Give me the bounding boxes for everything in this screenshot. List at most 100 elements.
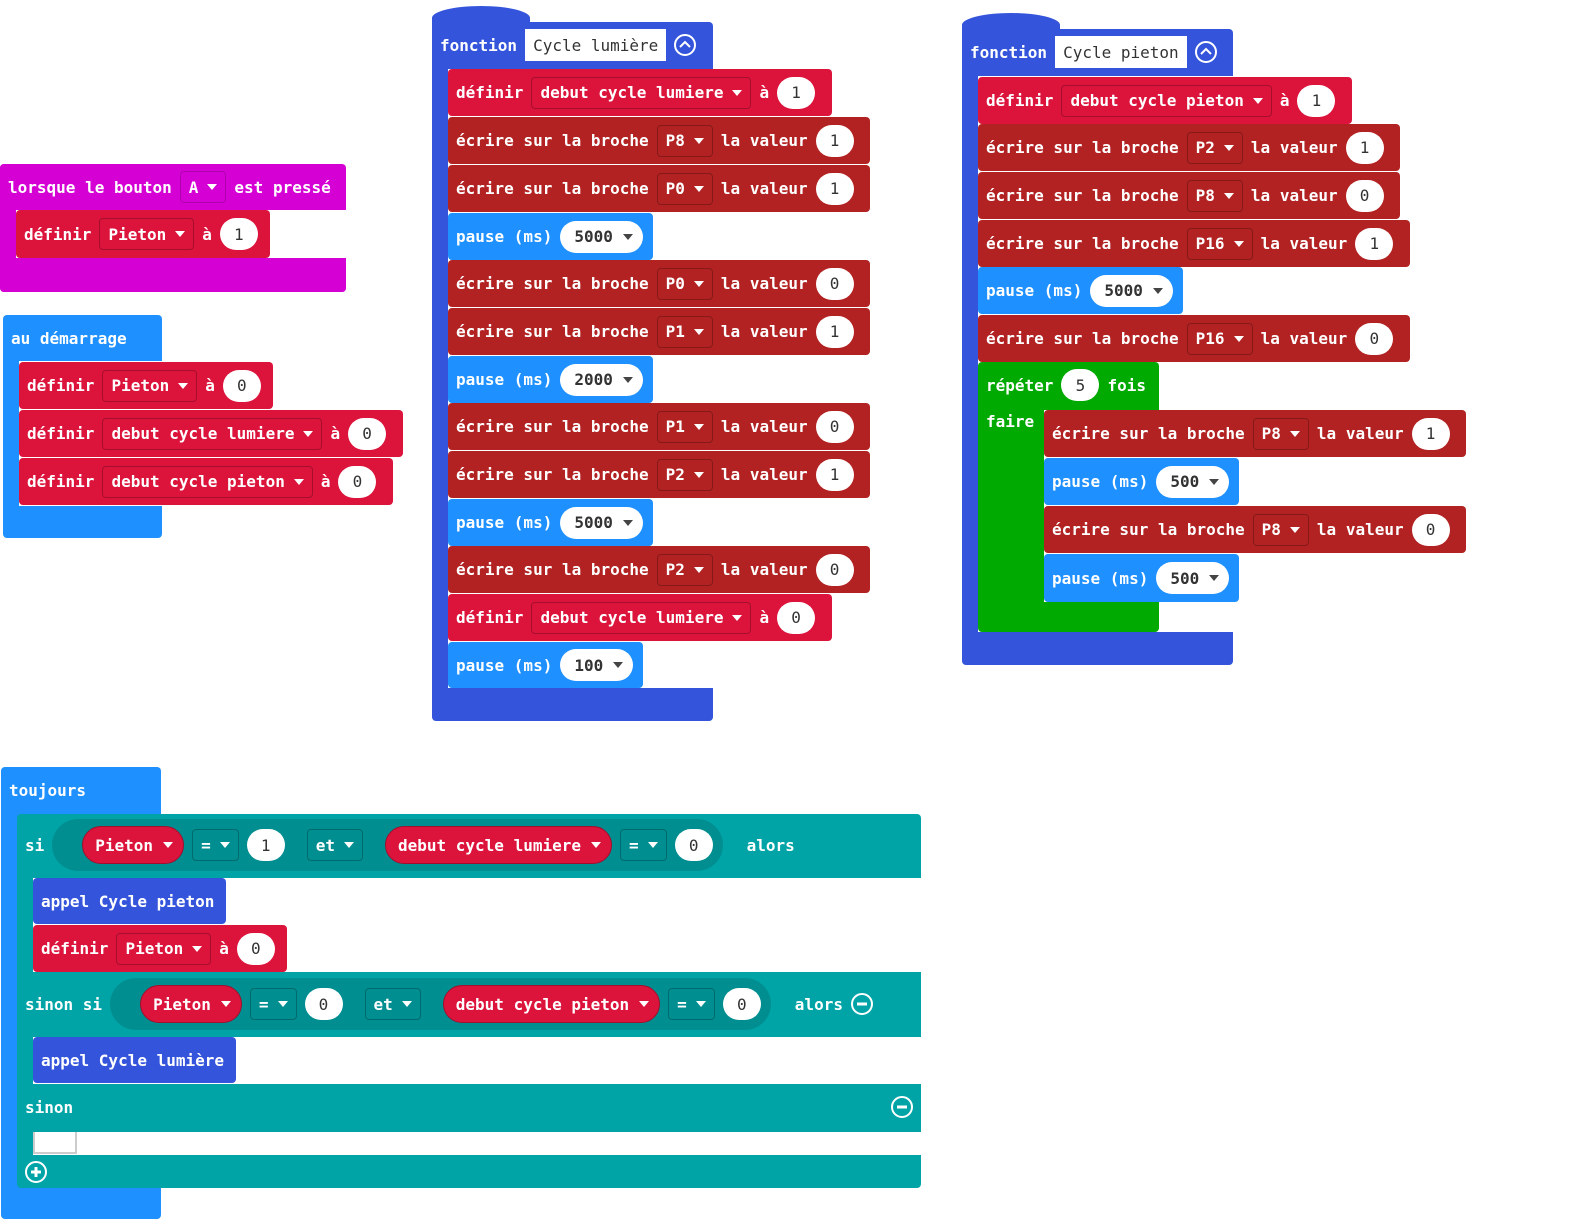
value-input[interactable]: 0	[1355, 322, 1394, 355]
set-debut-cycle-lumiere-0-block[interactable]: définir debut cycle lumiere à 0	[448, 594, 832, 641]
call-cycle-lumiere-block[interactable]: appel Cycle lumière	[33, 1037, 236, 1083]
logic-operator-dropdown[interactable]: et	[306, 829, 363, 861]
digital-write-block[interactable]: écrire sur la broche P8 la valeur 1	[1044, 410, 1466, 457]
compare-value-input[interactable]: 0	[722, 988, 761, 1020]
and-expression[interactable]: Pieton = 1 et debut cycle lumiere = 0	[52, 819, 723, 871]
value-input[interactable]: 0	[1411, 513, 1450, 546]
pin-dropdown[interactable]: P8	[1186, 179, 1243, 212]
pin-dropdown[interactable]: P16	[1186, 227, 1253, 260]
digital-write-block[interactable]: écrire sur la broche P8 la valeur 0	[978, 172, 1400, 219]
set-debut-cycle-lumiere-1-block[interactable]: définir debut cycle lumiere à 1	[448, 69, 832, 116]
function-name-input[interactable]: Cycle pieton	[1055, 36, 1187, 68]
pin-dropdown[interactable]: P16	[1186, 322, 1253, 355]
comparison-operator-dropdown[interactable]: =	[668, 988, 715, 1020]
call-cycle-pieton-block[interactable]: appel Cycle pieton	[33, 878, 226, 924]
digital-write-block[interactable]: écrire sur la broche P16 la valeur 0	[978, 315, 1410, 362]
digital-write-block[interactable]: écrire sur la broche P0 la valeur 0	[448, 260, 870, 307]
set-pieton-block[interactable]: définir Pieton à 0	[19, 362, 273, 409]
value-input[interactable]: 0	[815, 410, 854, 443]
digital-write-block[interactable]: écrire sur la broche P16 la valeur 1	[978, 220, 1410, 267]
value-input[interactable]: 0	[1345, 179, 1384, 212]
comparison-operator-dropdown[interactable]: =	[249, 988, 297, 1020]
pause-block[interactable]: pause (ms) 500	[1044, 554, 1239, 602]
value-input[interactable]: 1	[815, 124, 854, 157]
repeat-count-input[interactable]: 5	[1061, 369, 1100, 401]
pin-dropdown[interactable]: P8	[1252, 417, 1309, 450]
pause-duration-dropdown[interactable]: 5000	[560, 220, 643, 253]
pin-dropdown[interactable]: P1	[656, 315, 713, 348]
pause-block[interactable]: pause (ms) 5000	[978, 267, 1183, 314]
variable-dropdown[interactable]: Pieton	[99, 218, 195, 250]
variable-dropdown[interactable]: Pieton	[102, 369, 198, 402]
pause-duration-dropdown[interactable]: 5000	[560, 506, 643, 539]
variable-dropdown[interactable]: debut cycle pieton	[1061, 84, 1272, 117]
pin-dropdown[interactable]: P8	[1252, 513, 1309, 546]
pause-block[interactable]: pause (ms) 5000	[448, 213, 653, 260]
digital-write-block[interactable]: écrire sur la broche P1 la valeur 1	[448, 308, 870, 355]
pause-block[interactable]: pause (ms) 2000	[448, 356, 653, 403]
value-input[interactable]: 0	[222, 369, 261, 402]
value-input[interactable]: 1	[1411, 417, 1450, 450]
comparison-operator-dropdown[interactable]: =	[620, 829, 667, 861]
logic-operator-dropdown[interactable]: et	[364, 988, 421, 1020]
chevron-up-circle-icon[interactable]	[1194, 41, 1217, 63]
pause-duration-dropdown[interactable]: 100	[560, 649, 634, 681]
pause-block[interactable]: pause (ms) 5000	[448, 499, 653, 546]
value-input[interactable]: 0	[338, 465, 377, 498]
pin-dropdown[interactable]: P1	[656, 410, 713, 443]
variable-dropdown[interactable]: Pieton	[116, 932, 212, 965]
pin-dropdown[interactable]: P0	[656, 172, 713, 205]
function-name-input[interactable]: Cycle lumière	[525, 29, 667, 61]
digital-write-block[interactable]: écrire sur la broche P8 la valeur 1	[448, 117, 870, 164]
variable-dropdown[interactable]: debut cycle lumiere	[531, 601, 752, 634]
value-input[interactable]: 1	[815, 172, 854, 205]
pause-block[interactable]: pause (ms) 500	[1044, 458, 1239, 505]
value-input[interactable]: 0	[777, 601, 816, 634]
minus-circle-icon[interactable]	[850, 993, 873, 1015]
value-input[interactable]: 0	[815, 267, 854, 300]
value-input[interactable]: 1	[219, 218, 258, 250]
pause-duration-dropdown[interactable]: 2000	[560, 363, 643, 396]
digital-write-block[interactable]: écrire sur la broche P8 la valeur 0	[1044, 506, 1466, 553]
value-input[interactable]: 1	[1297, 84, 1336, 117]
chevron-up-circle-icon[interactable]	[674, 34, 697, 56]
value-input[interactable]: 0	[236, 932, 275, 965]
compare-value-input[interactable]: 1	[246, 829, 285, 861]
set-debut-cycle-pieton-block[interactable]: définir debut cycle pieton à 0	[19, 458, 393, 505]
minus-circle-icon[interactable]	[891, 1096, 913, 1118]
compare-value-input[interactable]: 0	[674, 829, 713, 861]
button-dropdown[interactable]: A	[179, 171, 227, 203]
debut-cycle-pieton-variable-reporter[interactable]: debut cycle pieton	[442, 985, 661, 1023]
value-input[interactable]: 1	[1345, 131, 1384, 164]
value-input[interactable]: 0	[348, 417, 387, 450]
digital-write-block[interactable]: écrire sur la broche P0 la valeur 1	[448, 165, 870, 212]
compare-value-input[interactable]: 0	[304, 988, 343, 1020]
set-debut-cycle-pieton-1-block[interactable]: définir debut cycle pieton à 1	[978, 77, 1352, 124]
pin-dropdown[interactable]: P2	[656, 553, 713, 586]
pieton-variable-reporter[interactable]: Pieton	[82, 826, 185, 864]
and-expression[interactable]: Pieton = 0 et debut cycle pieton = 0	[110, 978, 771, 1030]
on-button-pressed-header[interactable]: lorsque le bouton A est pressé	[0, 164, 339, 210]
comparison-operator-dropdown[interactable]: =	[192, 829, 239, 861]
value-input[interactable]: 1	[1355, 227, 1394, 260]
set-pieton-0-block[interactable]: définir Pieton à 0	[33, 925, 287, 972]
pin-dropdown[interactable]: P0	[656, 267, 713, 300]
variable-dropdown[interactable]: debut cycle pieton	[102, 465, 313, 498]
value-input[interactable]: 1	[815, 315, 854, 348]
pieton-variable-reporter[interactable]: Pieton	[140, 985, 242, 1023]
pin-dropdown[interactable]: P2	[1186, 131, 1243, 164]
variable-dropdown[interactable]: debut cycle lumiere	[531, 76, 752, 109]
pin-dropdown[interactable]: P8	[656, 124, 713, 157]
debut-cycle-lumiere-variable-reporter[interactable]: debut cycle lumiere	[384, 826, 612, 864]
digital-write-block[interactable]: écrire sur la broche P2 la valeur 0	[448, 546, 870, 593]
plus-circle-icon[interactable]	[25, 1161, 47, 1183]
digital-write-block[interactable]: écrire sur la broche P2 la valeur 1	[978, 124, 1400, 171]
pause-block[interactable]: pause (ms) 100	[448, 642, 643, 688]
pause-duration-dropdown[interactable]: 500	[1156, 562, 1230, 594]
value-input[interactable]: 1	[815, 458, 854, 491]
pin-dropdown[interactable]: P2	[656, 458, 713, 491]
pause-duration-dropdown[interactable]: 500	[1156, 465, 1230, 498]
digital-write-block[interactable]: écrire sur la broche P2 la valeur 1	[448, 451, 870, 498]
digital-write-block[interactable]: écrire sur la broche P1 la valeur 0	[448, 403, 870, 450]
variable-dropdown[interactable]: debut cycle lumiere	[102, 417, 323, 450]
